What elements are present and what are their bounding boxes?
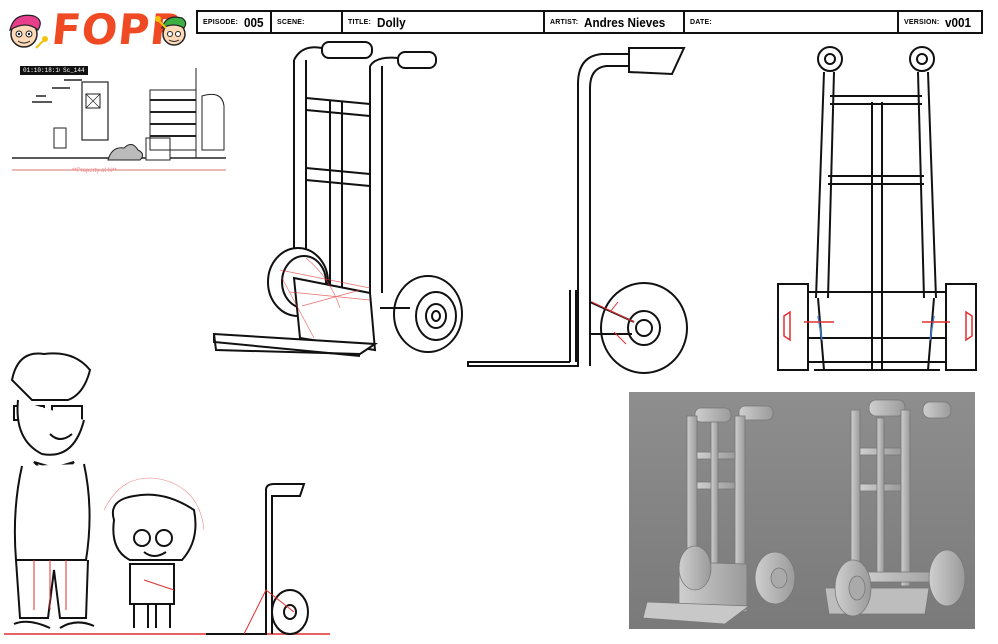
dolly-side-view bbox=[466, 44, 696, 374]
fairy-character-icon bbox=[9, 14, 48, 49]
dolly-three-quarter-view bbox=[210, 38, 470, 373]
wand-character-icon bbox=[155, 16, 187, 46]
artist-value: Andres Nieves bbox=[584, 14, 666, 30]
storyboard-sketch bbox=[12, 68, 226, 171]
title-label: TITLE: bbox=[348, 18, 371, 26]
dolly-front-drawing bbox=[777, 46, 977, 371]
episode-value: 005 bbox=[244, 14, 264, 30]
slate-header: EPISODE: 005 SCENE: TITLE: Dolly ARTIST:… bbox=[196, 10, 983, 34]
reference-storyboard-frame: 01:10:18:10 Sc_144 **Property of N** bbox=[12, 60, 226, 185]
date-label: DATE: bbox=[690, 18, 712, 26]
scene-label: SCENE: bbox=[277, 18, 305, 26]
character-scale-drawing bbox=[4, 352, 330, 635]
date-cell: DATE: bbox=[685, 12, 899, 32]
version-value: v001 bbox=[945, 14, 972, 30]
scene-cell: SCENE: bbox=[272, 12, 343, 32]
version-cell: VERSION: v001 bbox=[899, 12, 981, 32]
dolly-front-view bbox=[774, 40, 982, 375]
version-label: VERSION: bbox=[904, 18, 940, 26]
artist-cell: ARTIST: Andres Nieves bbox=[545, 12, 685, 32]
dolly-side-drawing bbox=[467, 47, 688, 374]
dolly-3d-render-image bbox=[629, 392, 975, 629]
size-comparison-lineup bbox=[4, 350, 334, 640]
artist-label: ARTIST: bbox=[550, 18, 579, 26]
show-logo: FOPR bbox=[4, 4, 194, 56]
episode-cell: EPISODE: 005 bbox=[198, 12, 272, 32]
title-cell: TITLE: Dolly bbox=[343, 12, 545, 32]
dolly-3d-render bbox=[629, 392, 975, 629]
scene-tag-badge: Sc_144 bbox=[60, 66, 88, 75]
dolly-three-quarter-drawing bbox=[212, 41, 463, 357]
episode-label: EPISODE: bbox=[203, 18, 239, 26]
timecode-badge: 01:10:18:10 bbox=[20, 66, 66, 75]
title-value: Dolly bbox=[376, 14, 406, 30]
watermark-text: **Property of N** bbox=[72, 168, 117, 174]
